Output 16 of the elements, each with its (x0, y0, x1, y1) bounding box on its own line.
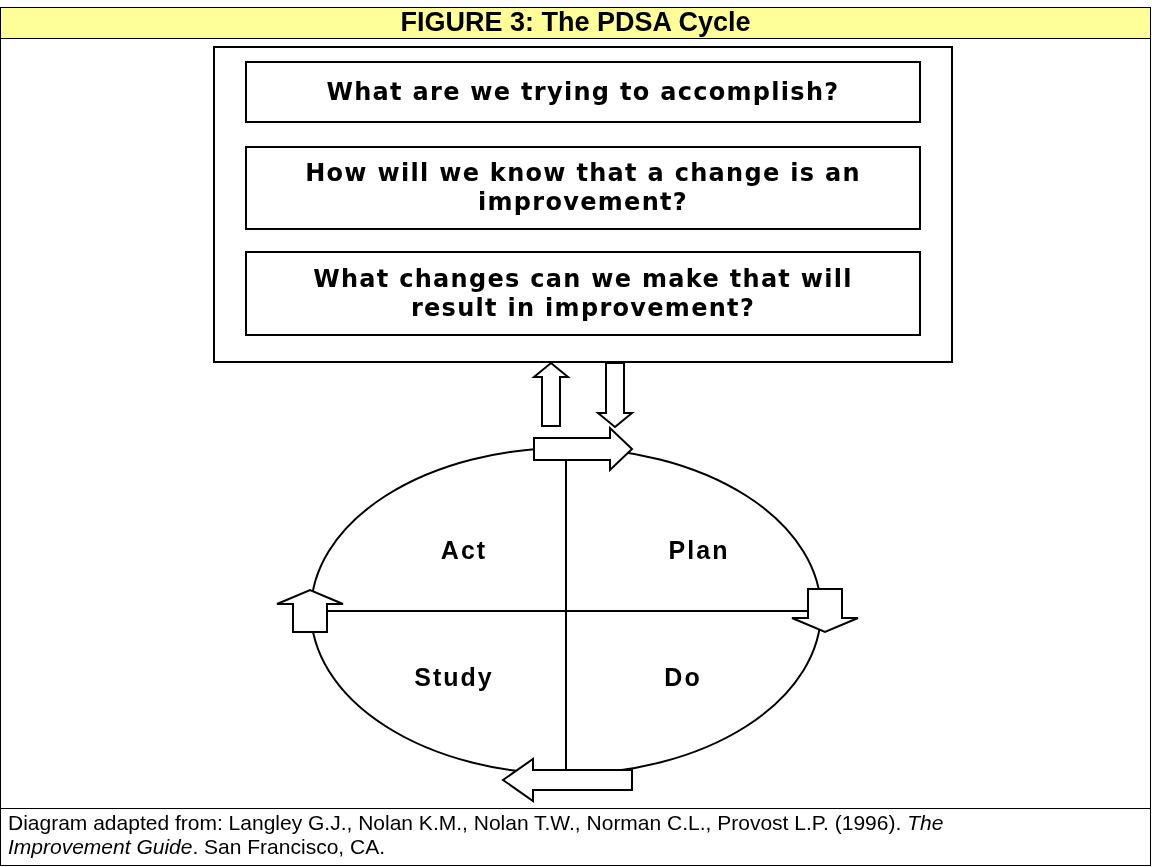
question-box: What are we trying to accomplish? (245, 61, 921, 123)
caption: Diagram adapted from: Langley G.J., Nolan K.M., Nolan T.W., Norman C.L., Provost L.P. (1996). The Improvement Guide. San Francisco, CA. (8, 811, 945, 859)
question-panel (213, 46, 953, 363)
question-box: What changes can we make that will result in improvement? (245, 251, 921, 336)
phase-label: Study (414, 662, 494, 692)
phase-label: Do (664, 662, 702, 692)
block-arrow (501, 757, 633, 803)
block-arrow (595, 362, 635, 429)
block-arrow (531, 361, 571, 427)
block-arrow (791, 588, 859, 634)
block-arrow (533, 425, 634, 473)
question-box: How will we know that a change is an improvement? (245, 146, 921, 230)
block-arrow (276, 588, 344, 633)
figure-title: FIGURE 3: The PDSA Cycle (0, 7, 1151, 39)
phase-label: Plan (668, 535, 730, 565)
phase-label: Act (440, 535, 488, 565)
